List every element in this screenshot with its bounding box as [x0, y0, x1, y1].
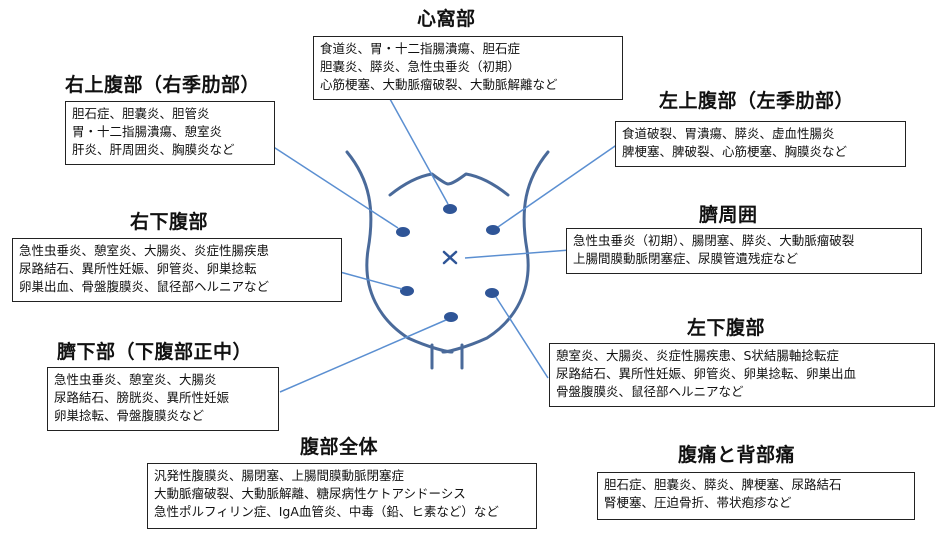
region-box-epigastric: 食道炎、胃・十二指腸潰瘍、胆石症 胆嚢炎、膵炎、急性虫垂炎（初期） 心筋梗塞、大…	[313, 36, 623, 100]
marker-left-upper	[486, 225, 500, 235]
region-line: 肝炎、肝周囲炎、胸膜炎など	[72, 142, 235, 157]
region-line: 骨盤腹膜炎、鼠径部ヘルニアなど	[556, 384, 744, 399]
region-line: 脾梗塞、脾破裂、心筋梗塞、胸膜炎など	[622, 144, 848, 159]
leader-left-upper	[497, 143, 619, 228]
leader-epigastric	[384, 89, 449, 205]
region-line: 卵巣出血、骨盤腹膜炎、鼠径部ヘルニアなど	[19, 279, 270, 294]
leader-umbilical	[464, 249, 571, 259]
region-line: 食道炎、胃・十二指腸潰瘍、胆石症	[320, 41, 521, 56]
region-line: 尿路結石、膀胱炎、異所性妊娠	[54, 390, 230, 405]
leader-hypogastric	[279, 319, 447, 393]
region-line: 憩室炎、大腸炎、炎症性腸疾患、S状結腸軸捻転症	[556, 348, 839, 363]
region-title-whole: 腹部全体	[300, 436, 379, 458]
marker-epigastric	[443, 204, 457, 214]
region-line: 大動脈瘤破裂、大動脈解離、糖尿病性ケトアシドーシス	[154, 486, 466, 501]
region-line: 腎梗塞、圧迫骨折、帯状疱疹など	[604, 495, 792, 510]
region-box-whole: 汎発性腹膜炎、腸閉塞、上腸間膜動脈閉塞症 大動脈瘤破裂、大動脈解離、糖尿病性ケト…	[147, 463, 537, 529]
region-title-epigastric: 心窩部	[417, 8, 476, 30]
region-line: 胆嚢炎、膵炎、急性虫垂炎（初期）	[320, 59, 521, 74]
leader-right-upper	[271, 145, 399, 229]
marker-left-lower	[485, 288, 499, 298]
region-title-right-upper: 右上腹部（右季肋部）	[65, 74, 261, 96]
rib-margin-outline	[388, 172, 510, 197]
region-line: 胆石症、胆嚢炎、膵炎、脾梗塞、尿路結石	[604, 477, 842, 492]
marker-hypogastric	[444, 312, 458, 322]
region-box-back: 胆石症、胆嚢炎、膵炎、脾梗塞、尿路結石 腎梗塞、圧迫骨折、帯状疱疹など	[597, 472, 915, 520]
region-line: 汎発性腹膜炎、腸閉塞、上腸間膜動脈閉塞症	[154, 468, 405, 483]
region-line: 急性虫垂炎（初期）、腸閉塞、膵炎、大動脈瘤破裂	[573, 233, 855, 248]
region-line: 卵巣捻転、骨盤腹膜炎など	[54, 408, 205, 423]
region-line: 胆石症、胆嚢炎、胆管炎	[72, 106, 210, 121]
region-box-left-upper: 食道破裂、胃潰瘍、膵炎、虚血性腸炎 脾梗塞、脾破裂、心筋梗塞、胸膜炎など	[615, 121, 906, 167]
region-line: 尿路結石、異所性妊娠、卵管炎、卵巣捻転	[19, 261, 257, 276]
region-line: 食道破裂、胃潰瘍、膵炎、虚血性腸炎	[622, 126, 835, 141]
region-line: 急性虫垂炎、憩室炎、大腸炎	[54, 372, 217, 387]
marker-right-lower	[400, 286, 414, 296]
region-title-umbilical: 臍周囲	[699, 204, 758, 226]
region-title-right-lower: 右下腹部	[130, 211, 209, 233]
region-box-left-lower: 憩室炎、大腸炎、炎症性腸疾患、S状結腸軸捻転症 尿路結石、異所性妊娠、卵管炎、卵…	[549, 343, 935, 407]
marker-right-upper	[396, 227, 410, 237]
region-title-left-lower: 左下腹部	[687, 317, 766, 339]
region-line: 急性虫垂炎、憩室炎、大腸炎、炎症性腸疾患	[19, 243, 270, 258]
region-line: 心筋梗塞、大動脈瘤破裂、大動脈解離など	[320, 77, 558, 92]
region-title-hypogastric: 臍下部（下腹部正中）	[57, 341, 253, 363]
region-box-umbilical: 急性虫垂炎（初期）、腸閉塞、膵炎、大動脈瘤破裂 上腸間膜動脈閉塞症、尿膜管遺残症…	[566, 228, 922, 274]
region-title-back: 腹痛と背部痛	[678, 444, 796, 466]
region-box-hypogastric: 急性虫垂炎、憩室炎、大腸炎 尿路結石、膀胱炎、異所性妊娠 卵巣捻転、骨盤腹膜炎な…	[47, 367, 279, 431]
region-line: 上腸間膜動脈閉塞症、尿膜管遺残症など	[573, 251, 799, 266]
x-mark-icon	[442, 250, 458, 265]
right-torso-outline	[441, 150, 550, 354]
leader-left-lower	[495, 296, 549, 379]
region-title-left-upper: 左上腹部（左季肋部）	[659, 90, 855, 112]
region-line: 急性ポルフィリン症、IgA血管炎、中毒（鉛、ヒ素など）など	[154, 504, 499, 519]
region-line: 尿路結石、異所性妊娠、卵管炎、卵巣捻転、卵巣出血	[556, 366, 857, 381]
leader-right-lower	[339, 271, 403, 290]
region-box-right-lower: 急性虫垂炎、憩室炎、大腸炎、炎症性腸疾患 尿路結石、異所性妊娠、卵管炎、卵巣捻転…	[12, 238, 342, 302]
region-line: 胃・十二指腸潰瘍、憩室炎	[72, 124, 223, 139]
region-box-right-upper: 胆石症、胆嚢炎、胆管炎 胃・十二指腸潰瘍、憩室炎 肝炎、肝周囲炎、胸膜炎など	[65, 101, 275, 165]
